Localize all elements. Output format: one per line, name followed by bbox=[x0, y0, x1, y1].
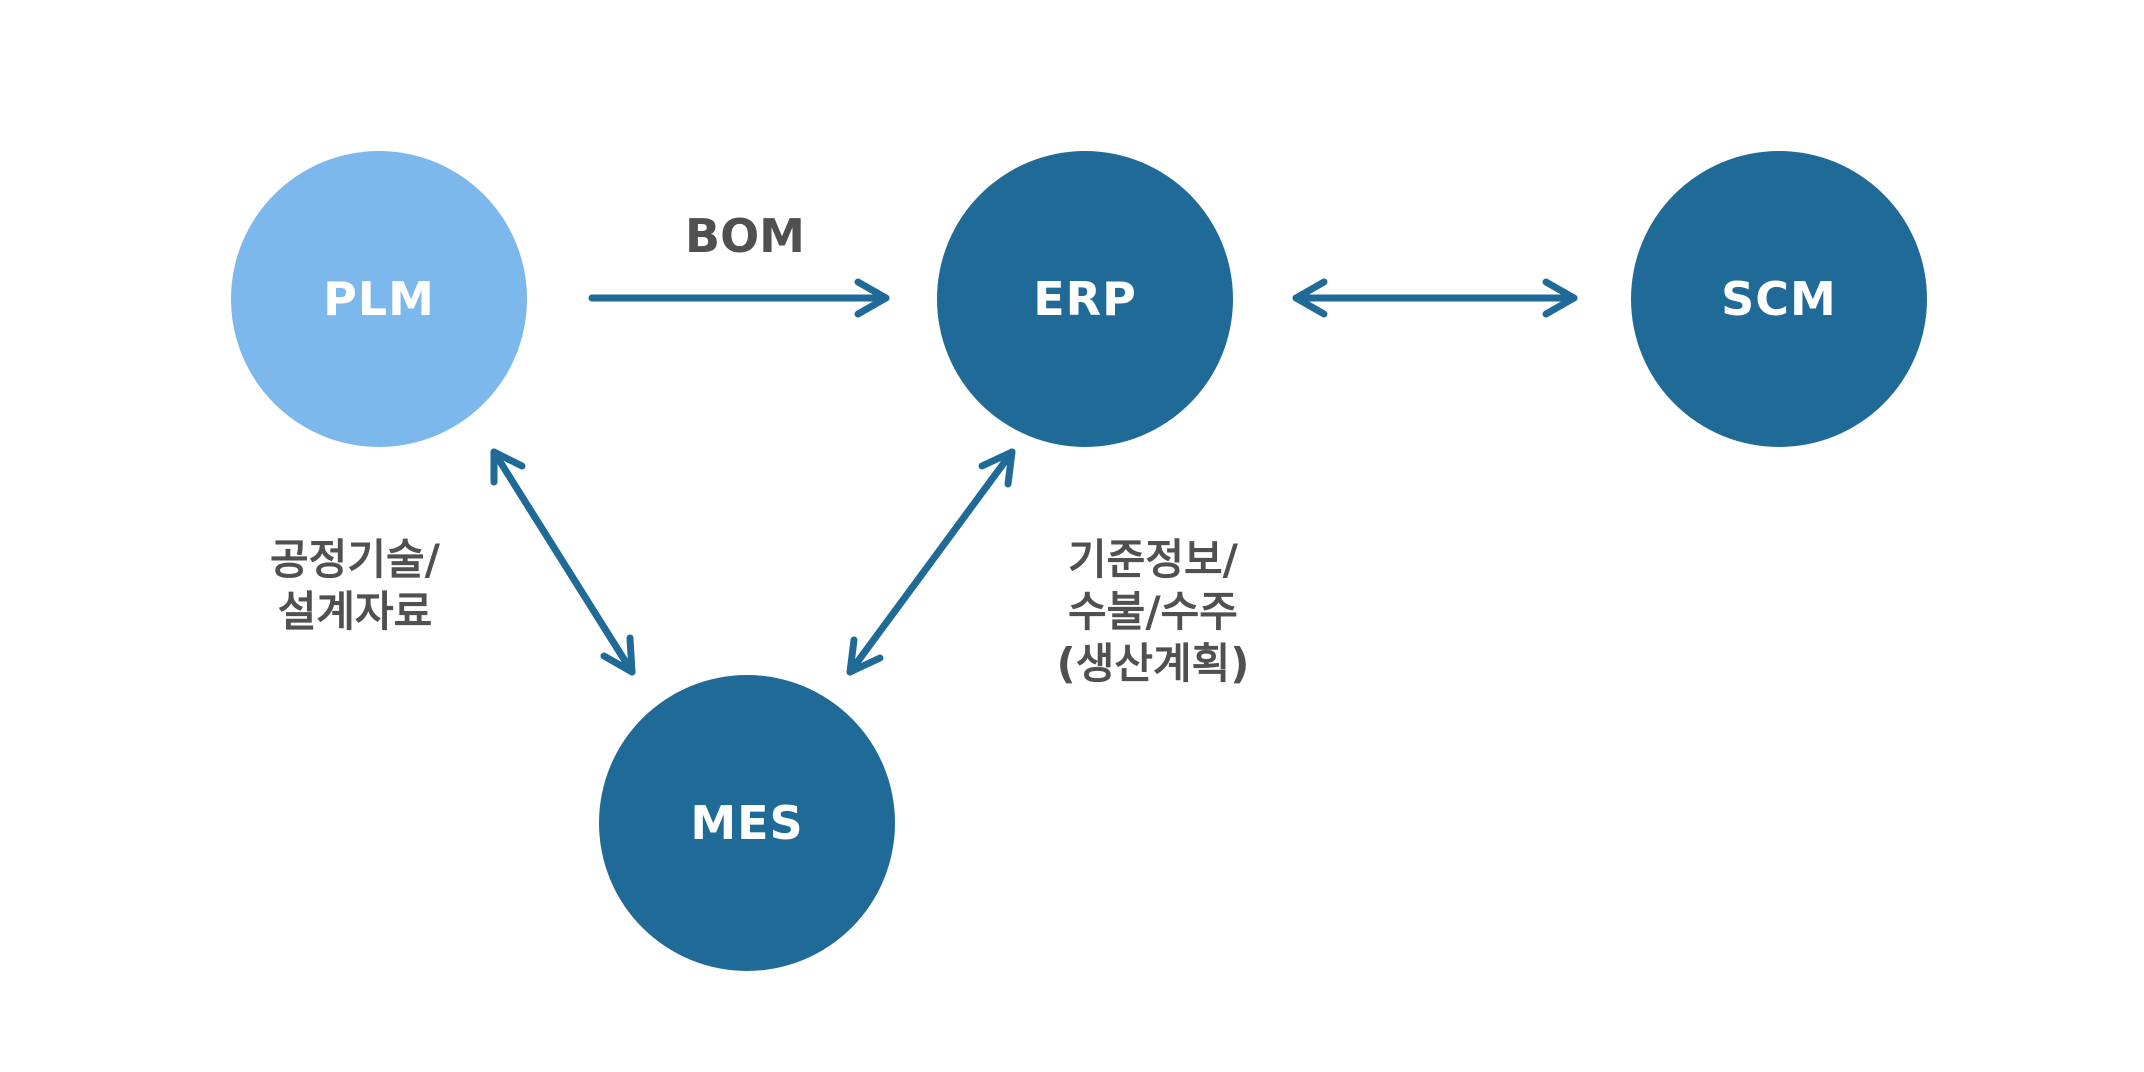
edge-label-bom: BOM bbox=[685, 209, 805, 263]
node-plm-label: PLM bbox=[323, 272, 435, 326]
node-scm-label: SCM bbox=[1721, 272, 1837, 326]
edge-label-line: 설계자료 bbox=[277, 587, 433, 636]
node-scm: SCM bbox=[1631, 151, 1927, 447]
arrow-plm-to-erp bbox=[588, 278, 890, 318]
edge-label-erp-mes: 기준정보/ 수불/수주 (생산계획) bbox=[1008, 534, 1298, 690]
arrow-erp-mes bbox=[846, 448, 1016, 676]
node-mes: MES bbox=[599, 675, 895, 971]
node-erp-label: ERP bbox=[1033, 272, 1137, 326]
node-mes-label: MES bbox=[690, 796, 804, 850]
edge-label-line: 기준정보/ bbox=[1068, 535, 1238, 584]
edge-label-line: (생산계획) bbox=[1056, 639, 1250, 688]
arrow-plm-mes bbox=[490, 448, 636, 676]
edge-label-line: 수불/수주 bbox=[1068, 587, 1238, 636]
edge-label-line: 공정기술/ bbox=[270, 535, 440, 584]
node-plm: PLM bbox=[231, 151, 527, 447]
arrow-erp-scm bbox=[1292, 278, 1578, 318]
node-erp: ERP bbox=[937, 151, 1233, 447]
edge-label-plm-mes: 공정기술/ 설계자료 bbox=[210, 534, 500, 638]
